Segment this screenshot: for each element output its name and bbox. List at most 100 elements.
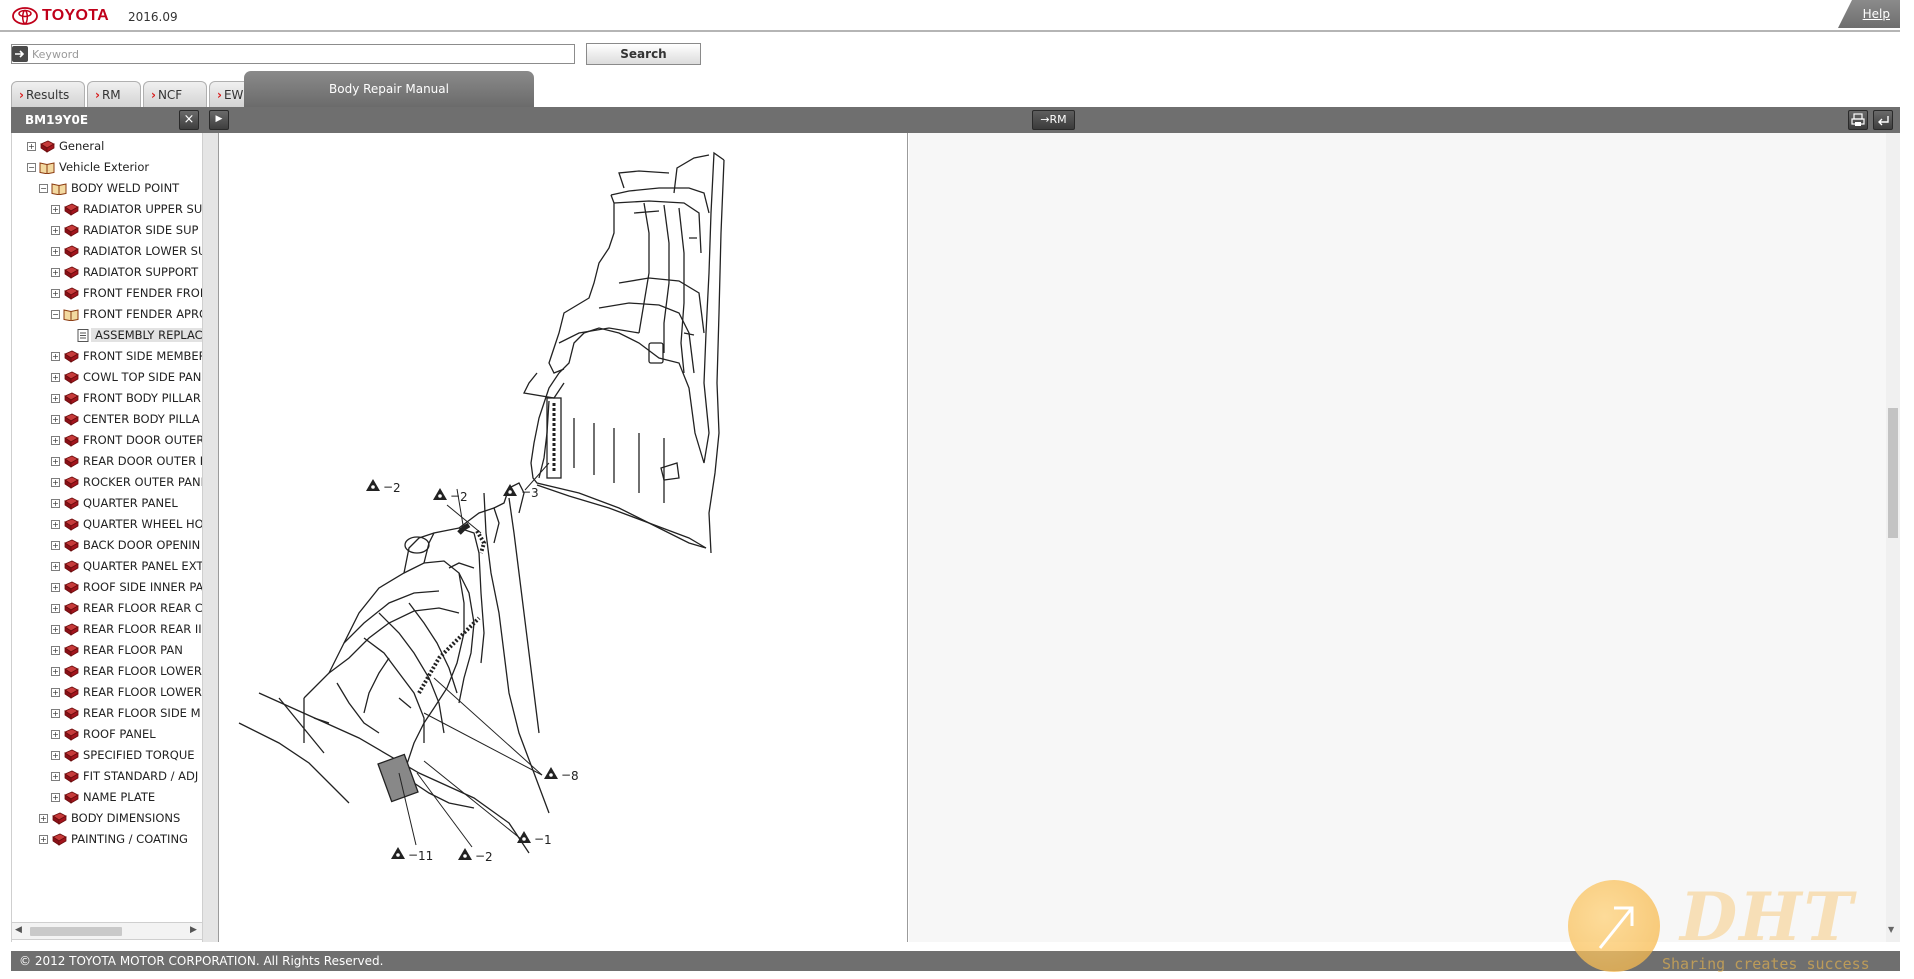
expand-icon[interactable]: + [51,456,60,466]
expand-icon[interactable]: + [51,267,60,277]
expand-icon[interactable]: + [51,414,60,424]
collapse-icon[interactable]: − [39,183,48,193]
expand-icon[interactable]: + [51,225,60,235]
expand-icon[interactable]: + [51,687,60,697]
expand-icon[interactable]: + [51,645,60,655]
tree-item[interactable]: +RADIATOR SUPPORT [51,263,198,281]
expand-icon[interactable]: + [39,834,48,844]
tab-ncf[interactable]: ›NCF [143,81,207,107]
expand-icon[interactable]: + [51,435,60,445]
close-tree-button[interactable]: × [179,110,199,130]
keyword-search-input[interactable] [11,44,575,64]
tree-item[interactable]: +FRONT DOOR OUTER [51,431,202,449]
tree-item[interactable]: +FIT STANDARD / ADJ [51,767,198,785]
expand-icon[interactable]: + [51,477,60,487]
back-button[interactable] [1873,110,1893,130]
tree-item[interactable]: +REAR FLOOR LOWER [51,683,202,701]
tree-item[interactable]: +COWL TOP SIDE PAN [51,368,201,386]
collapse-icon[interactable]: − [51,309,60,319]
panel-splitter[interactable] [203,133,219,942]
tree-item[interactable]: −BODY WELD POINT [39,179,179,197]
expand-icon[interactable]: + [51,666,60,676]
expand-icon[interactable]: + [51,393,60,403]
tree-item[interactable]: +REAR FLOOR LOWER [51,662,202,680]
tree-item[interactable]: +REAR FLOOR SIDE M [51,704,201,722]
brand-name: TOYOTA [42,7,109,24]
scroll-thumb[interactable] [1888,408,1898,538]
print-button[interactable] [1848,110,1868,130]
watermark-slogan: Sharing creates success [1662,955,1870,973]
scroll-right-icon[interactable]: ▶ [190,925,197,935]
help-link[interactable]: Help [1838,0,1900,28]
tree-item[interactable]: +BACK DOOR OPENIN [51,536,200,554]
closed-book-icon [64,623,79,636]
closed-book-icon [64,350,79,363]
collapse-icon[interactable]: − [27,162,36,172]
tree-item[interactable]: +ROOF PANEL [51,725,156,743]
tree-horizontal-scrollbar[interactable]: ◀ ▶ [11,922,203,940]
expand-icon[interactable]: + [51,792,60,802]
tree-item[interactable]: +REAR FLOOR REAR C [51,599,202,617]
expand-icon[interactable]: + [51,624,60,634]
expand-icon[interactable]: + [51,351,60,361]
expand-icon[interactable]: + [51,372,60,382]
tree-item[interactable]: +FRONT SIDE MEMBER [51,347,202,365]
vertical-scrollbar[interactable]: ▼ [1886,133,1900,942]
callout-11: − 11 [391,772,433,863]
expand-icon[interactable]: + [51,246,60,256]
tab-body-repair-manual[interactable]: Body Repair Manual [244,71,534,107]
toggle-tree-button[interactable]: ▶ [209,110,229,130]
expand-icon[interactable]: + [51,540,60,550]
tree-item[interactable]: +General [27,137,104,155]
tree-item[interactable]: −Vehicle Exterior [27,158,149,176]
tree-item[interactable]: ASSEMBLY REPLACEM [63,326,202,344]
expand-icon[interactable]: + [27,141,36,151]
callout-2-top-right: − 2 [433,488,482,534]
callout-label: 2 [485,850,493,864]
scroll-down-icon[interactable]: ▼ [1888,925,1895,934]
tree-item[interactable]: +RADIATOR UPPER SU [51,200,202,218]
expand-icon[interactable]: + [51,729,60,739]
closed-book-icon [64,518,79,531]
chevron-right-icon: › [19,88,24,102]
tree-item[interactable]: +RADIATOR LOWER SU [51,242,202,260]
tree-item[interactable]: +QUARTER WHEEL HO [51,515,202,533]
scroll-thumb[interactable] [30,927,122,936]
tree-item[interactable]: +REAR FLOOR REAR II [51,620,202,638]
tree-item[interactable]: +NAME PLATE [51,788,155,806]
tab-rm[interactable]: ›RM [87,81,141,107]
tree-item[interactable]: −FRONT FENDER APRO [51,305,202,323]
expand-icon[interactable]: + [51,288,60,298]
closed-book-icon [64,287,79,300]
tree-item[interactable]: +RADIATOR SIDE SUP [51,221,198,239]
tree-item[interactable]: +QUARTER PANEL [51,494,178,512]
closed-book-icon [64,266,79,279]
expand-icon[interactable]: + [51,771,60,781]
tree-item[interactable]: +FRONT FENDER FRON [51,284,202,302]
expand-icon[interactable]: + [51,519,60,529]
expand-icon[interactable]: + [51,750,60,760]
tree-item[interactable]: +REAR DOOR OUTER F [51,452,202,470]
expand-icon[interactable]: + [51,561,60,571]
tree-item[interactable]: +QUARTER PANEL EXT [51,557,202,575]
tree-item[interactable]: +FRONT BODY PILLAR [51,389,201,407]
tree-item[interactable]: +REAR FLOOR PAN [51,641,183,659]
tree-item[interactable]: +SPECIFIED TORQUE [51,746,195,764]
tree-item[interactable]: + CENTER BODY PILLA [51,410,200,428]
expand-icon[interactable]: + [51,582,60,592]
tree-item[interactable]: +ROOF SIDE INNER PA [51,578,202,596]
return-arrow-icon [1878,116,1889,126]
tree-item[interactable]: +ROCKER OUTER PANI [51,473,202,491]
expand-icon[interactable]: + [51,498,60,508]
expand-icon[interactable]: + [39,813,48,823]
expand-icon[interactable]: + [51,708,60,718]
scroll-left-icon[interactable]: ◀ [15,925,22,935]
expand-icon[interactable]: + [51,204,60,214]
expand-icon[interactable]: + [51,603,60,613]
tree-item[interactable]: +BODY DIMENSIONS [39,809,180,827]
tab-results[interactable]: ›Results [11,81,85,107]
go-to-rm-button[interactable]: →RM [1032,110,1075,130]
tree-item[interactable]: +PAINTING / COATING [39,830,188,848]
tree-item-label: CENTER BODY PILLA [83,412,200,426]
search-button[interactable]: Search [586,43,701,65]
